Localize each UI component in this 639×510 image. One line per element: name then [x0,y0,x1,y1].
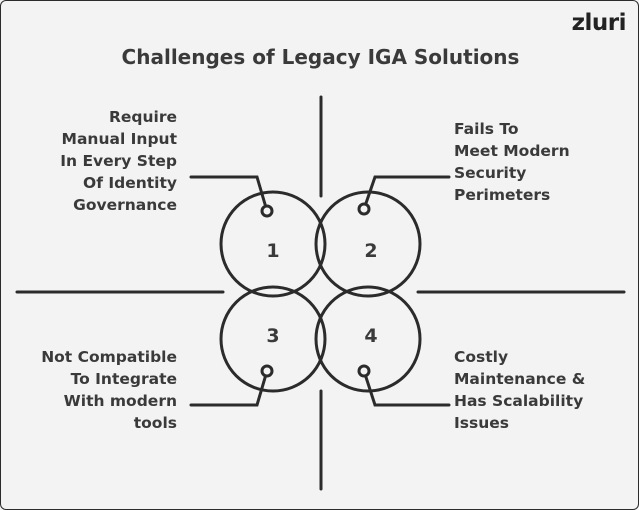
label-2-line: Perimeters [454,186,551,204]
label-4-line: Issues [454,414,509,432]
node-number-4: 4 [364,325,377,347]
circle-4 [314,285,422,393]
node-number-3: 3 [266,325,279,347]
connector-dot-3 [260,364,274,378]
label-3: Not Compatible To Integrate With modern … [41,346,177,434]
circle-3 [219,285,327,393]
diagram-title: Challenges of Legacy IGA Solutions [121,45,520,69]
connector-dot-1 [260,204,274,218]
label-3-line: tools [133,414,177,432]
label-1-line: Require [108,108,177,126]
connector-3 [189,369,269,407]
connector-dot-2 [357,202,371,216]
label-3-line: Not Compatible [41,348,177,366]
zluri-logo: zluri [571,10,627,36]
label-4-line: Has Scalability [454,392,584,410]
connector-1 [189,175,269,213]
circle-1 [219,190,327,298]
label-1-line: Governance [73,196,177,214]
label-4-line: Costly [454,348,509,366]
connector-2 [362,175,451,211]
label-3-line: To Integrate [70,370,177,388]
label-1-line: In Every Step [60,152,177,170]
circle-2 [314,190,422,298]
label-1-line: Of Identity [83,174,177,192]
node-number-2: 2 [364,240,377,262]
label-2-line: Security [454,164,527,182]
connector-dot-4 [357,364,371,378]
label-1: Require Manual Input In Every Step Of Id… [60,106,177,216]
label-4-line: Maintenance & [454,370,586,388]
connector-4 [362,369,451,407]
node-number-1: 1 [266,240,279,262]
label-2-line: Meet Modern [454,142,570,160]
label-4: Costly Maintenance & Has Scalability Iss… [454,346,585,434]
label-1-line: Manual Input [61,130,177,148]
label-2-line: Fails To [454,120,519,138]
label-2: Fails To Meet Modern Security Perimeters [454,118,570,206]
label-3-line: With modern [63,392,177,410]
